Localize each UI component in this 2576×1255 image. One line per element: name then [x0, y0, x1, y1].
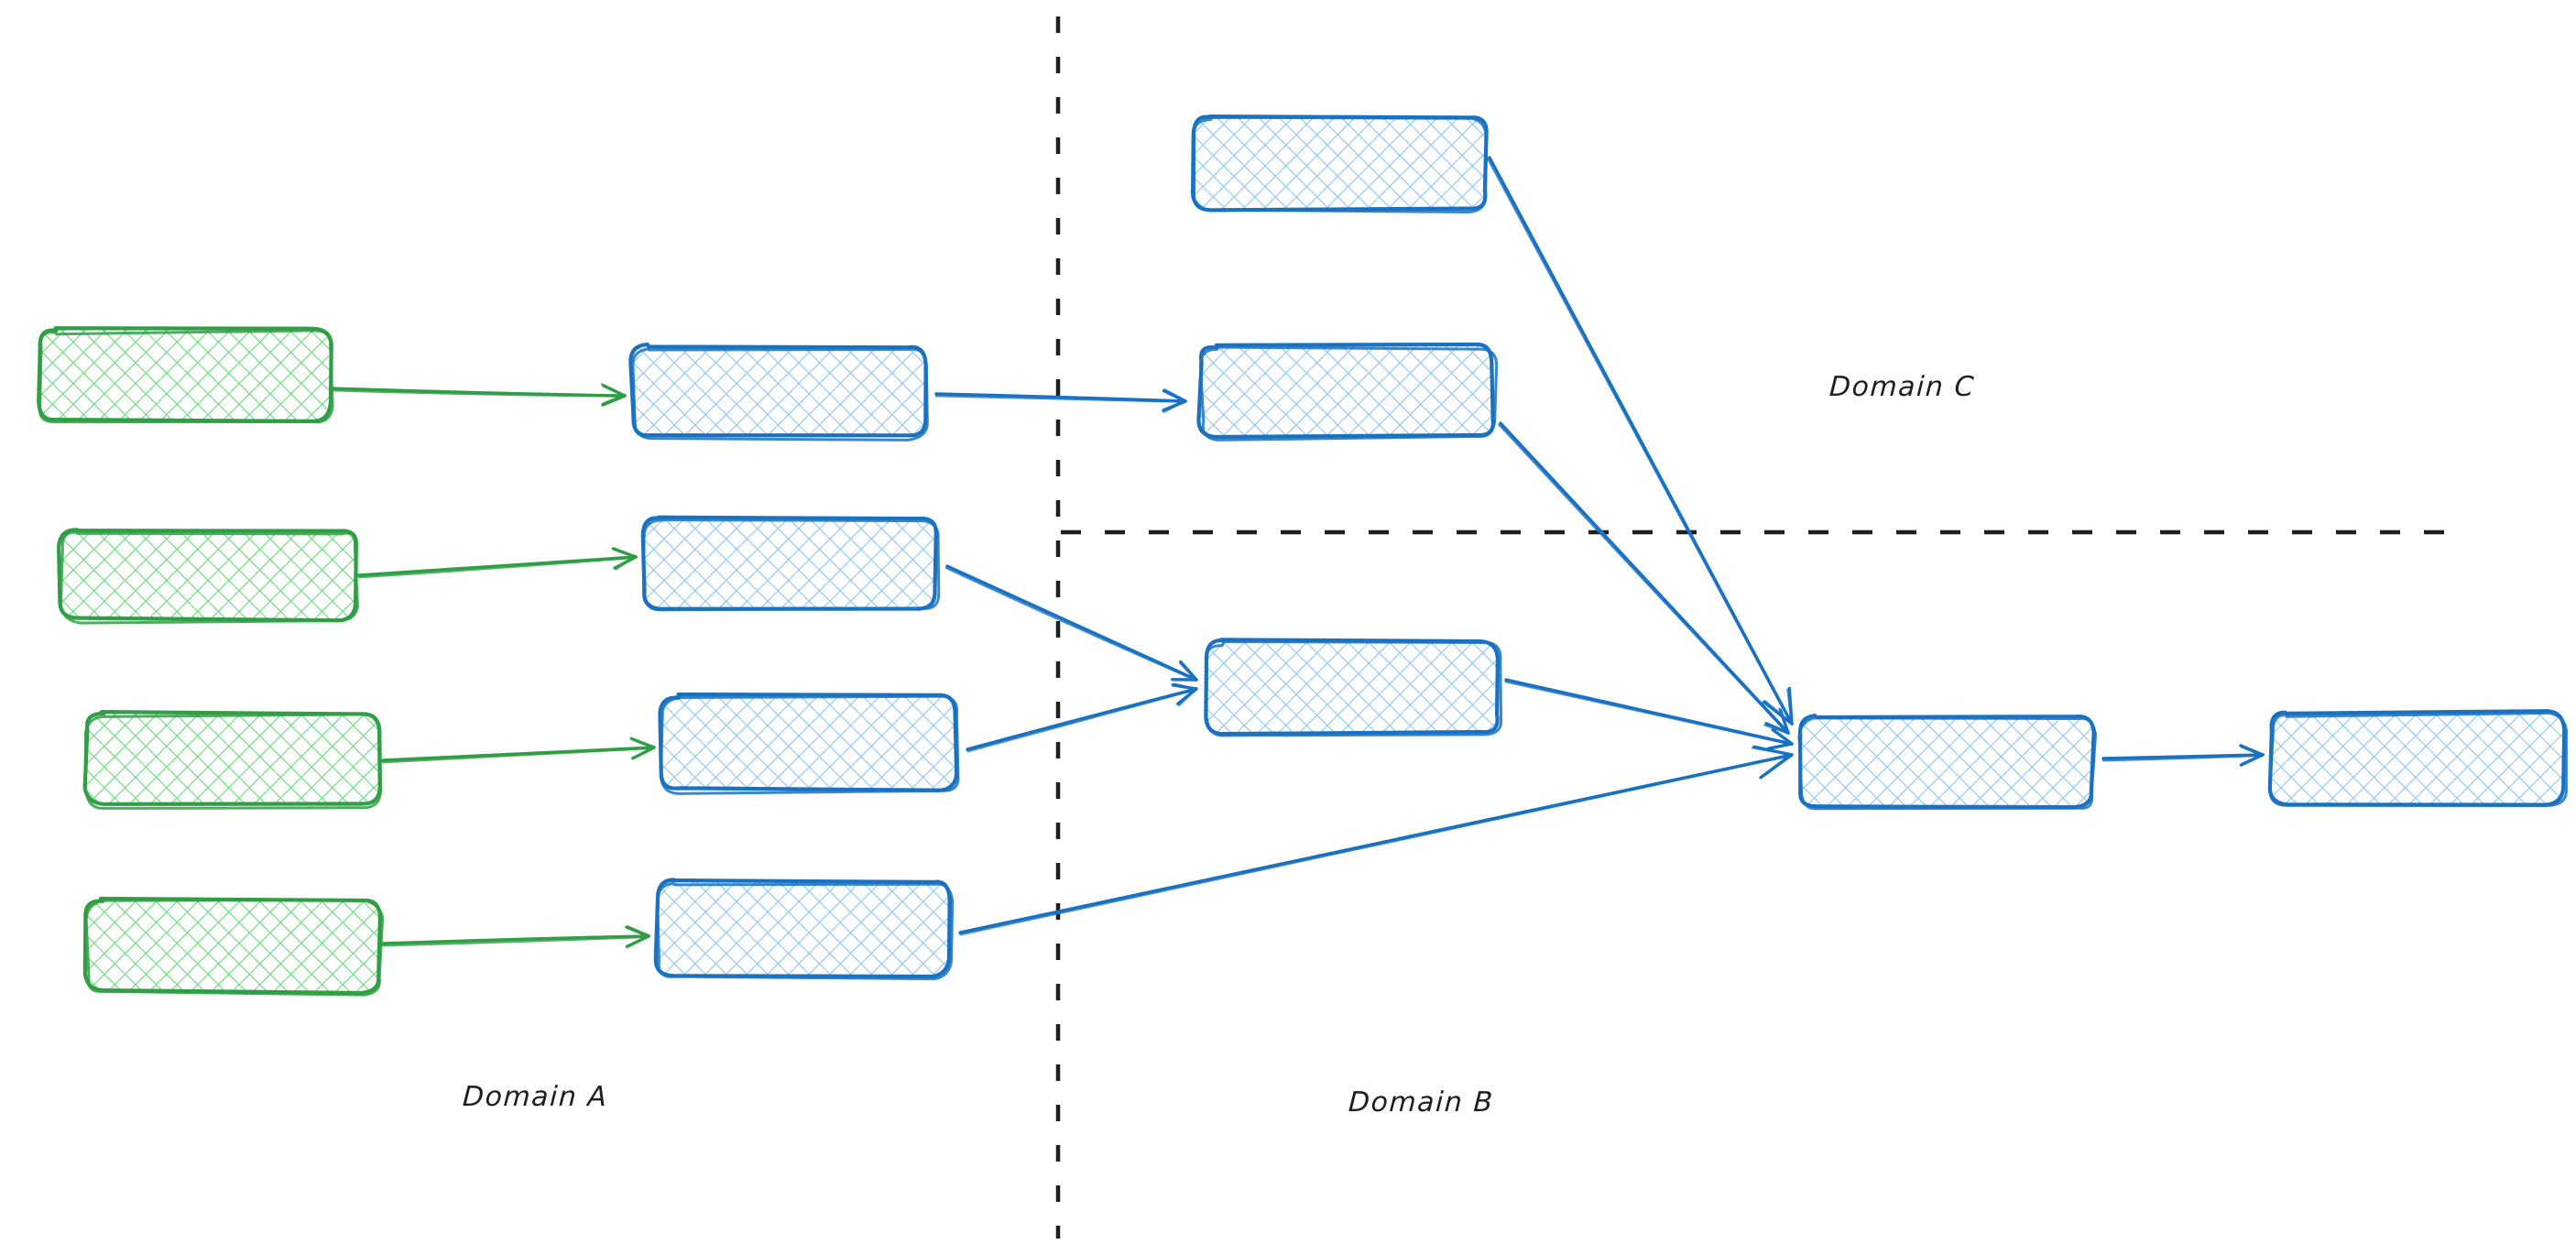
domain-a-label: Domain A [462, 1081, 609, 1113]
domain-a-stage2-node-3[interactable] [658, 692, 960, 795]
edge-a3-b3 [381, 737, 656, 764]
node-layer [37, 115, 2568, 997]
domain-b-label: Domain B [1348, 1086, 1495, 1119]
domain-b-node-middle[interactable] [1196, 342, 1499, 442]
edge-b2-c3 [944, 564, 1198, 682]
edge-a2-b2 [357, 547, 638, 579]
domain-a-stage2-node-2[interactable] [640, 515, 941, 612]
domain-a-node-1[interactable] [37, 326, 334, 424]
domain-a-stage2-node-4[interactable] [653, 878, 955, 981]
domain-b-node-top[interactable] [1191, 115, 1489, 214]
edge-b4-d1 [958, 745, 1794, 936]
edge-a4-b4 [381, 925, 650, 948]
edge-a1-b1 [330, 383, 627, 407]
edge-layer [330, 156, 2265, 948]
domain-c-label: Domain C [1828, 371, 1976, 403]
edge-b1-c2 [934, 387, 1187, 413]
domain-a-node-4[interactable] [82, 896, 385, 997]
domain-a-node-2[interactable] [57, 528, 359, 625]
edge-b3-c3 [966, 682, 1198, 753]
domain-b-node-lower[interactable] [1204, 638, 1503, 737]
edge-d1-d2 [2101, 744, 2265, 767]
domain-c-aggregate-node[interactable] [1797, 714, 2098, 811]
edge-c1-d1 [1486, 156, 1794, 726]
domain-c-output-node[interactable] [2267, 709, 2568, 807]
edge-c2-d1 [1498, 421, 1790, 735]
divider-layer [1055, 16, 2455, 1239]
domain-a-stage2-node-1[interactable] [628, 342, 929, 442]
edge-c3-d1 [1504, 678, 1794, 750]
domain-a-node-3[interactable] [82, 710, 383, 810]
